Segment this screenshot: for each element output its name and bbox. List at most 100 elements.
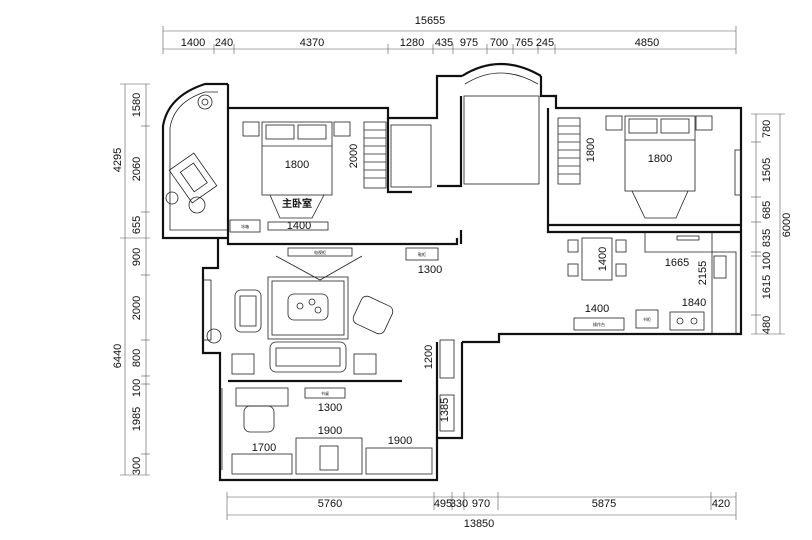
living-room: 电视柜 鞋柜 1300 1200	[202, 247, 455, 379]
rug	[267, 276, 349, 340]
study-desk	[235, 387, 289, 407]
bottom-total: 13850	[464, 518, 495, 530]
master-wardrobe	[363, 121, 387, 189]
balcony-furniture	[165, 94, 218, 214]
corridor-dim: 1200	[423, 345, 435, 369]
top-seg-10: 4850	[635, 37, 659, 49]
bottom-seg-4: 970	[472, 498, 490, 510]
bottom-seg-3: 330	[450, 498, 468, 510]
bottom-dimension-group: 5760 495 330 970 5875 420 13850	[226, 492, 737, 530]
top-total: 15655	[415, 15, 446, 27]
shoe-cabinet	[405, 247, 439, 261]
living-room-wall	[226, 238, 459, 246]
desk-cabinet	[304, 387, 346, 399]
bottom-seg-6: 420	[712, 498, 730, 510]
nightstand-4	[695, 115, 713, 131]
top-seg-2: 240	[215, 37, 233, 49]
bathroom	[390, 95, 540, 188]
fridge	[229, 219, 261, 233]
kitchen-side-dim: 2155	[697, 261, 709, 285]
sink-icon	[713, 255, 727, 279]
walls	[161, 62, 743, 482]
left-seg-8: 1985	[131, 407, 143, 431]
tv-cab-label: 电视柜	[314, 249, 326, 255]
tv-cabinet	[287, 247, 353, 257]
study-wardrobe-dim: 1385	[439, 398, 451, 422]
left-seg-4: 900	[131, 248, 143, 266]
bay-arc	[461, 62, 542, 77]
kitchen-cabinet	[573, 317, 625, 331]
left-seg-6: 800	[131, 349, 143, 367]
master-bed	[261, 121, 333, 196]
stove-icon	[669, 311, 705, 331]
right-seg-2: 1505	[761, 158, 773, 182]
dining-table	[581, 237, 613, 281]
top-dimension-group: 15655 1400 240 4370 1280 435 975 700 765…	[162, 15, 737, 54]
armchair-left	[234, 289, 262, 333]
bottom-cabinet-c	[365, 447, 433, 475]
kitchen-counter-b: 1840	[682, 297, 706, 309]
nightstand-3	[605, 115, 623, 131]
second-bedroom: 1800 1800	[557, 115, 742, 219]
top-seg-4: 1280	[400, 37, 424, 49]
top-seg-9: 245	[536, 37, 554, 49]
master-wall-dim: 2000	[348, 144, 360, 168]
right-seg-3: 685	[761, 201, 773, 219]
second-wall-dim: 1800	[585, 138, 597, 162]
kitchen-top-dim: 1665	[665, 257, 689, 269]
right-seg-5: 100	[761, 252, 773, 270]
dining-table-dim: 1400	[597, 247, 609, 271]
study-room: 书桌 1300 1385 1700 1900 1900	[221, 387, 455, 475]
side-table-left	[231, 353, 255, 375]
bottom-cab-b-dim: 1900	[318, 425, 342, 437]
dining-kitchen: 1400 1665 2155 1400 1840 操作台 书柜	[567, 232, 737, 335]
left-seg-2: 2060	[131, 157, 143, 181]
bottom-cab-c-dim: 1900	[388, 435, 412, 447]
bottom-seg-2: 495	[434, 498, 452, 510]
left-total-1: 4295	[112, 148, 124, 172]
lounge-chair-icon	[168, 152, 218, 204]
counter-label: 操作台	[593, 321, 605, 327]
right-dimension-group: 780 1505 685 835 100 1615 480 6000	[751, 113, 793, 335]
plant-icon-2	[188, 196, 206, 214]
top-seg-3: 4370	[300, 37, 324, 49]
sofa	[269, 341, 347, 373]
top-seg-7: 700	[490, 37, 508, 49]
right-seg-4: 835	[761, 229, 773, 247]
bottom-seg-5: 5875	[592, 498, 616, 510]
second-bed-width: 1800	[648, 153, 672, 165]
armchair-right	[352, 295, 394, 335]
second-bed	[624, 115, 696, 192]
top-seg-5: 435	[435, 37, 453, 49]
plant-icon-3	[206, 328, 222, 344]
top-seg-6: 975	[460, 37, 478, 49]
master-bedroom-wall	[226, 74, 462, 120]
nightstand-left	[242, 121, 260, 137]
bottom-seg-1: 5760	[318, 498, 342, 510]
bottom-cabinet-b	[295, 437, 363, 475]
left-total-2: 6440	[112, 344, 124, 368]
corridor-cabinet	[439, 339, 455, 379]
left-seg-1: 1580	[131, 93, 143, 117]
plant-icon	[197, 94, 213, 110]
mini-label: 书柜	[643, 316, 651, 322]
kitchen-counter-a: 1400	[585, 303, 609, 315]
top-seg-8: 765	[515, 37, 533, 49]
living-cabinet-dim: 1300	[418, 264, 442, 276]
shoe-label: 鞋柜	[418, 251, 426, 257]
right-seg-6: 1615	[761, 275, 773, 299]
left-seg-9: 300	[131, 457, 143, 475]
left-seg-5: 2000	[131, 296, 143, 320]
desk-label: 书桌	[321, 390, 329, 396]
master-bedroom-label: 主卧室	[282, 197, 312, 210]
right-seg-1: 780	[761, 120, 773, 138]
left-seg-7: 100	[131, 379, 143, 397]
right-seg-7: 480	[761, 316, 773, 334]
top-seg-1: 1400	[181, 37, 205, 49]
master-bed-tv: 1400	[287, 220, 311, 232]
master-bed-width: 1800	[285, 159, 309, 171]
master-bedroom: 1800 主卧室 1400 冰箱 2000	[229, 121, 387, 233]
fridge-label: 冰箱	[241, 223, 249, 229]
bottom-cabinet-a	[231, 453, 293, 475]
